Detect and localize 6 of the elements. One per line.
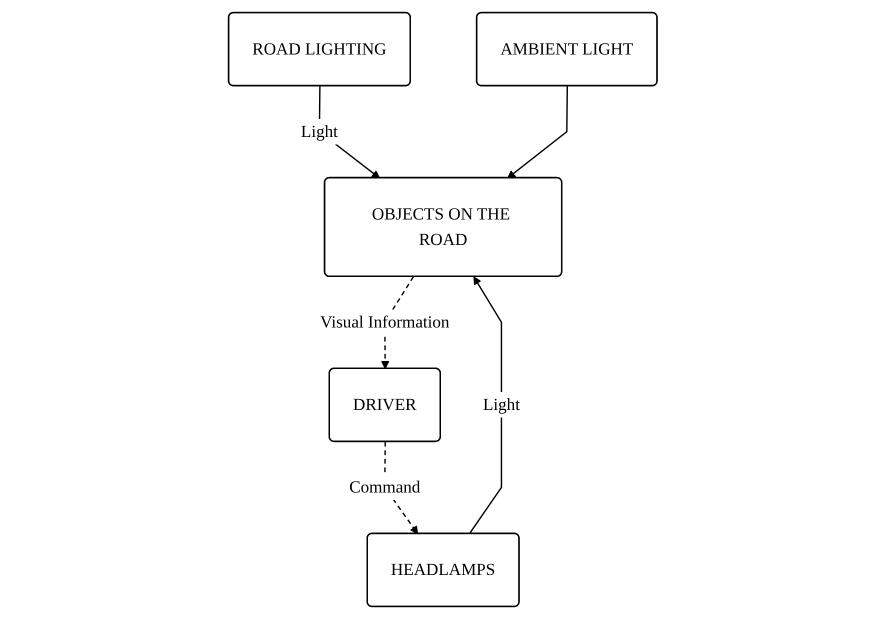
edge-label: Command xyxy=(348,477,420,496)
edge-label: Light xyxy=(482,394,520,414)
edge-label: Visual Information xyxy=(320,312,450,332)
arrow xyxy=(506,86,568,178)
arrow xyxy=(468,276,502,534)
edge-label: Light xyxy=(300,122,338,141)
